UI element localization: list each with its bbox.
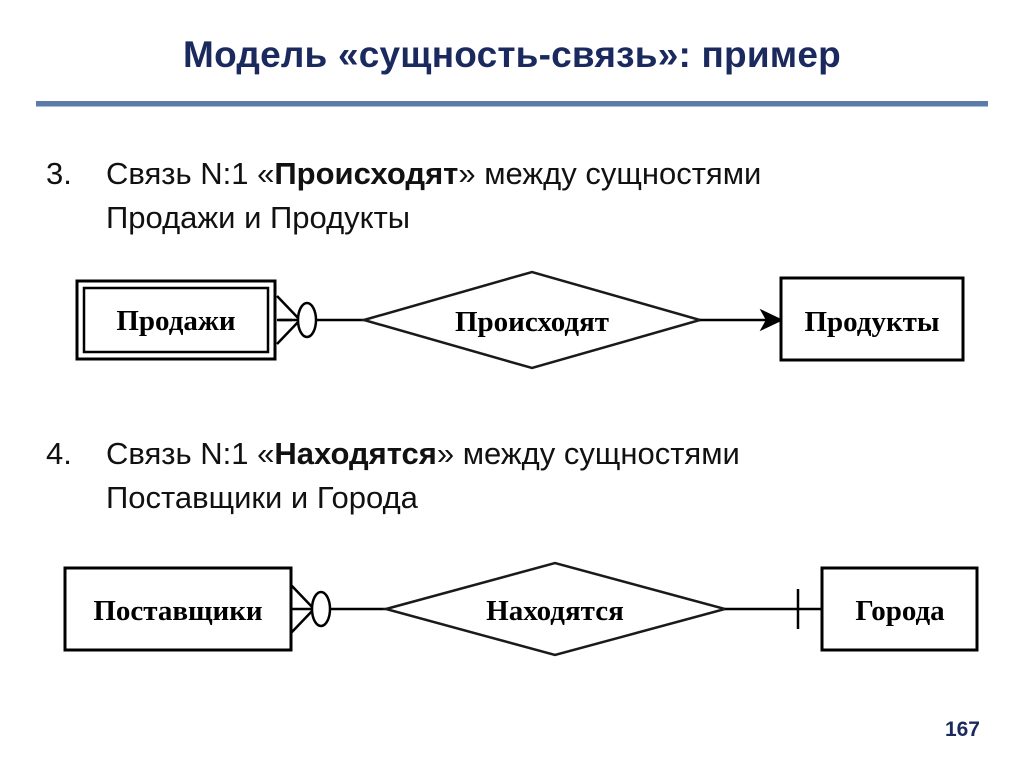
relationship-label-located: Находятся [486, 595, 624, 627]
list-item-text-post: » между сущностями [458, 156, 762, 191]
arrow-head-icon-right [759, 308, 784, 332]
entity-box-cities [820, 566, 979, 652]
entity-box-suppliers [63, 566, 293, 652]
title-divider [36, 101, 988, 107]
list-item: 4. Связь N:1 «Находятся» между сущностям… [46, 432, 976, 520]
crows-foot-icon-left [276, 295, 301, 345]
list-item-text: Связь N:1 «Находятся» между сущностями П… [106, 432, 976, 520]
list-item-text-post: » между сущностями [436, 436, 740, 471]
list-item-text: Связь N:1 «Происходят» между сущностями … [106, 152, 976, 240]
optionality-circle-icon-left [296, 301, 318, 339]
list-item-text-line2: Продажи и Продукты [106, 200, 411, 236]
list-item-number: 4. [46, 436, 72, 471]
entity-label-suppliers: Поставщики [93, 595, 262, 627]
list-item-relationship-name: Происходят [274, 156, 459, 191]
page-title: Модель «сущность-связь»: пример [183, 34, 841, 75]
entity-box-inner-sales [82, 286, 270, 354]
relationship-label-occur: Происходят [455, 306, 609, 338]
list-item-text-line2: Поставщики и Города [106, 480, 418, 516]
entity-label-sales: Продажи [116, 305, 235, 337]
er-diagram-sales-products: Продажи Происходят Продукты [75, 270, 965, 370]
entity-box-products [779, 276, 965, 362]
optionality-circle-icon-left [310, 590, 332, 628]
list-item-relationship-name: Находятся [274, 436, 437, 471]
entity-label-products: Продукты [804, 306, 939, 338]
list-item-text-pre: Связь N:1 « [106, 436, 275, 471]
list-item-text-pre: Связь N:1 « [106, 156, 275, 191]
entity-label-cities: Города [855, 595, 945, 627]
er-diagram-suppliers-cities: Поставщики Находятся Города [63, 561, 979, 657]
page-number: 167 [944, 718, 980, 741]
crows-foot-icon-left [290, 584, 315, 634]
list-item-number: 3. [46, 156, 72, 191]
list-item: 3. Связь N:1 «Происходят» между сущностя… [46, 152, 976, 240]
